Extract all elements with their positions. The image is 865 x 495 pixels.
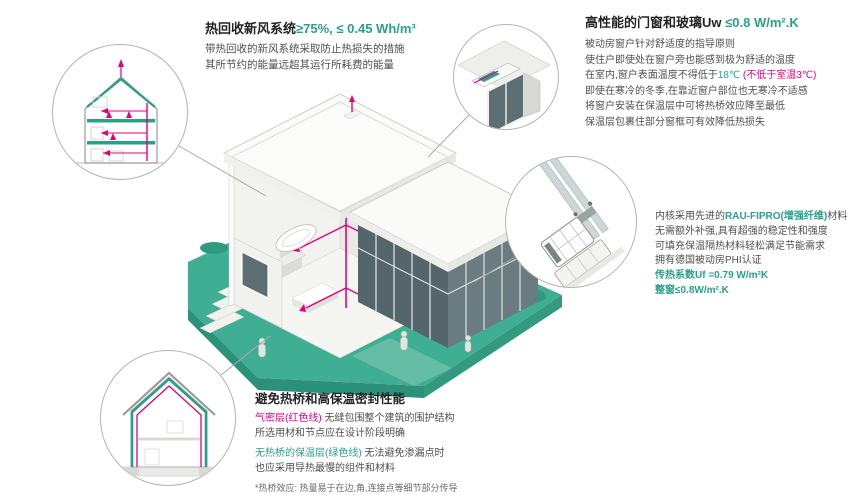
envelope-detail-circle [100,350,236,486]
walkway [352,338,452,386]
thermal-line-1: 气密层(红色线) 无缝包围整个建筑的围护结构 [255,412,565,427]
airtight-tape-line [473,70,499,84]
insulation-green-line [130,377,208,467]
furniture-lines [144,420,184,466]
windows-title-row: 高性能的门窗和玻璃Uw ≤0.8 W/m².K [585,12,860,31]
curtain-wall-mullions [357,225,449,339]
window-detail-circle [453,24,559,130]
insulation-strip [478,71,500,82]
windows-line-5: 将窗户安装在保温层中可将热桥效应降至最低 [585,101,785,112]
hrv-title: 热回收新风系统 [205,21,297,36]
hrv-detail-circle [52,44,188,180]
windows-line-1: 被动房窗户针对舒适度的指导原则 [585,39,735,50]
interior-window [372,220,398,256]
thermal-envelope-drawing [112,371,226,477]
windows-line-4: 即使在寒冷的冬季,在靠近窗户部位也无寒冷不适感 [585,85,808,97]
hrv-text-block: 热回收新风系统≥75%, ≤ 0.45 Wh/m³ 带热回收的新风系统采取防止热… [205,18,470,74]
bush [514,289,546,303]
person-figure [400,330,408,351]
windows-line-2: 使住户即使处在窗户旁也能感到极为舒适的温度 [585,54,795,66]
windows-line-6: 保温层包裹住部分窗框可有效降低热损失 [585,116,765,128]
thermal-title: 避免热桥和高保温密封性能 [255,392,406,406]
floor-slab [87,141,155,145]
thermal-text-block: 避免热桥和高保温密封性能 气密层(红色线) 无缝包围整个建筑的围护结构 所选用材… [255,388,565,495]
window-profile-drawing [528,157,625,287]
garden-stairs [199,275,263,334]
profile-detail-circle [505,156,637,288]
insulation-layer-label: 无热桥的保温层(绿色线) [255,448,362,459]
foundation-block [125,467,139,475]
airtight-layer-label: 气密层(红色线) [255,413,322,424]
windows-line-3-temp: 18℃ [717,70,741,81]
interior-door [280,234,302,279]
profile-window-u-value: 整窗≤0.8W/m².K [655,284,729,296]
airflow-arrows [101,59,148,161]
windows-title-value: ≤0.8 W/m².K [721,15,799,30]
hrv-section-drawing [69,59,173,164]
cutaway-house [223,93,457,359]
kitchen-counter [251,249,307,278]
hrv-line-2: 其所节约的能量远超其运行所耗费的能量 [205,58,394,71]
profile-line-1: 内核采用先进的RAU-FIPRO(增强纤维)材料 [655,210,861,225]
roof-insulation-line [86,77,156,108]
thermal-line-4: 也应采用导热最慢的组件和材料 [255,462,395,474]
hrv-duct-lines [293,190,399,314]
furniture-lines [90,96,124,162]
thermal-line-2: 所选用材和节点应在设计阶段明确 [255,427,405,439]
windows-line-3: 在室内,窗户表面温度不得低于18℃ (不低于室温3℃) [585,68,860,84]
profile-line-1-suffix: 材料 [827,211,848,222]
interior-window [380,143,410,178]
thermal-line-3-text: 无法避免渗漏点时 [361,448,445,459]
sill-plate [564,246,625,287]
glazing-spacer [577,206,597,224]
kitchen-island [291,282,339,313]
connector-lines [178,114,516,376]
bush [236,233,256,243]
profile-line-4: 拥有德国被动房PHI认证 [655,255,762,267]
hrv-line-1: 带热回收的新风系统采取防止热损失的措施 [205,43,405,55]
ground-floor-facade [231,236,283,329]
profile-line-3: 可填充保温隔热材料轻松满足节能需求 [655,240,825,252]
profile-line-2: 无需额外补强,具有超强的稳定性和强度 [655,225,828,237]
windows-line-3-note: (不低于室温3℃) [740,70,817,81]
wall-return [523,72,541,118]
profile-line-1-text: 内核采用先进的 [655,211,725,222]
windows-text-block: 高性能的门窗和玻璃Uw ≤0.8 W/m².K 被动房窗户针对舒适度的指导原则 … [585,12,860,130]
thermal-footnote: *热桥效应: 热量易于在边,角,连接点等细节部分传导 [255,483,458,493]
hrv-title-value: ≥75%, ≤ 0.45 Wh/m³ [296,21,416,36]
person-figure [464,335,472,353]
profile-material-name: RAU-FIPRO(增强纤维) [725,211,828,222]
profile-text-block: 内核采用先进的RAU-FIPRO(增强纤维)材料 无需额外补强,具有超强的稳定性… [655,210,861,299]
gasket [573,212,578,217]
window-corner-drawing [457,40,551,129]
windows-line-3-text: 在室内,窗户表面温度不得低于 [585,70,718,81]
windows-title: 高性能的门窗和玻璃Uw [585,15,722,30]
profile-u-value: 传热系数Uf =0.79 W/m²K [655,270,769,282]
house-section-outline [130,376,208,468]
roof-cap [122,371,216,416]
thermal-line-3: 无热桥的保温层(绿色线) 无法避免渗漏点时 [255,447,565,462]
gasket [588,201,593,206]
person-figure [258,337,266,358]
roof-vent [343,95,363,120]
hrv-title-row: 热回收新风系统≥75%, ≤ 0.45 Wh/m³ [205,18,470,37]
thermal-line-1-text: 无缝包围整个建筑的围护结构 [321,413,455,424]
flat-roof [223,93,457,221]
bathtub [275,224,317,252]
floor-slab [87,119,155,123]
bush [200,242,228,254]
foundation-block [199,467,213,475]
airtight-red-line [136,385,202,467]
person-figures [258,330,472,358]
fipro-core [544,242,562,264]
